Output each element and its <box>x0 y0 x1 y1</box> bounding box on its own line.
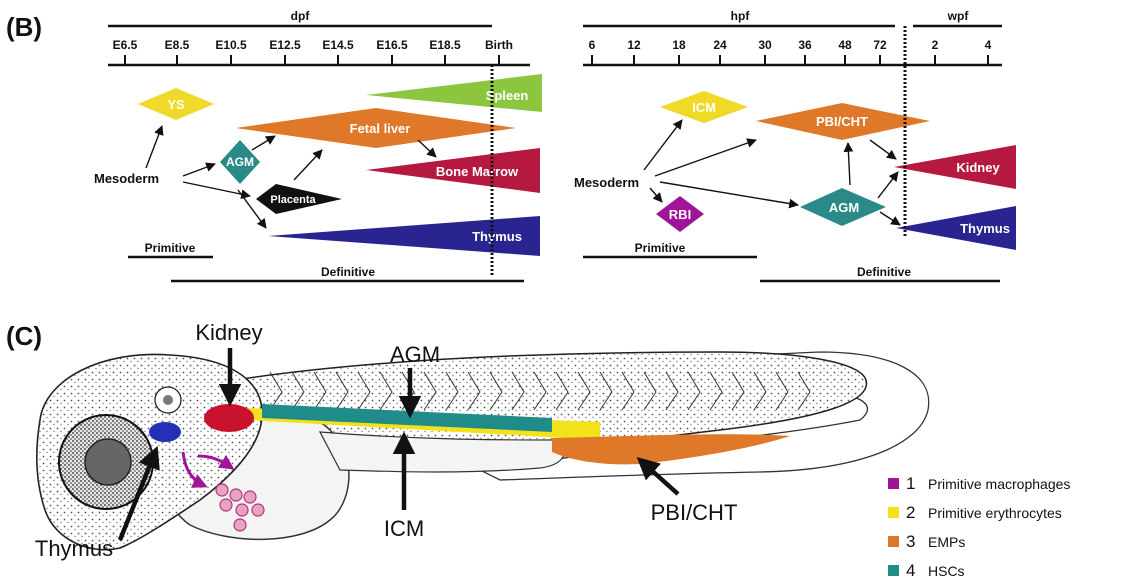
wpf-tick-label: 4 <box>985 38 992 52</box>
primitive-label-zf: Primitive <box>635 241 686 255</box>
thymus-label-c: Thymus <box>35 536 113 561</box>
zebrafish-embryo-illustration <box>37 352 929 550</box>
panel-b-label: (B) <box>6 12 42 42</box>
rbi-label-zf: RBI <box>669 207 691 222</box>
thymus-label-mouse: Thymus <box>472 229 522 244</box>
hpf-tick-label: 12 <box>627 38 641 52</box>
legend: 1 Primitive macrophages 2 Primitive erythro… <box>888 474 1070 580</box>
pbi-cht-label-c: PBI/CHT <box>651 500 738 525</box>
legend-swatch <box>888 565 899 576</box>
placenta-label: Placenta <box>270 194 316 206</box>
mouse-tick-label: E12.5 <box>269 38 301 52</box>
ys-label: YS <box>167 97 185 112</box>
legend-text: EMPs <box>928 534 965 550</box>
legend-text: Primitive erythrocytes <box>928 505 1062 521</box>
bone-marrow-label: Bone Marrow <box>436 164 519 179</box>
legend-swatch <box>888 536 899 547</box>
mouse-tick-label: E18.5 <box>429 38 461 52</box>
wpf-tick-label: 2 <box>932 38 939 52</box>
kidney-blob <box>204 404 254 432</box>
zebrafish-axis-title-wpf: wpf <box>947 9 970 23</box>
panel-c-label: (C) <box>6 321 42 351</box>
eye-lens <box>85 439 131 485</box>
definitive-label-mouse: Definitive <box>321 265 375 279</box>
mouse-tick-label: E14.5 <box>322 38 354 52</box>
hpf-tick-label: 30 <box>758 38 772 52</box>
legend-number: 3 <box>906 532 915 551</box>
primitive-label-mouse: Primitive <box>145 241 196 255</box>
agm-label-mouse: AGM <box>226 155 254 169</box>
zebrafish-axis-title-hpf: hpf <box>731 9 751 23</box>
icm-label-c: ICM <box>384 516 424 541</box>
hpf-tick-label: 6 <box>589 38 596 52</box>
legend-text: HSCs <box>928 563 965 579</box>
agm-label-zf: AGM <box>829 200 859 215</box>
legend-number: 2 <box>906 503 915 522</box>
mouse-tick-label: E10.5 <box>215 38 247 52</box>
mouse-tick-label: E6.5 <box>113 38 138 52</box>
hpf-tick-label: 48 <box>838 38 852 52</box>
mouse-axis-title: dpf <box>291 9 311 23</box>
hpf-tick-label: 18 <box>672 38 686 52</box>
thymus-label-zf: Thymus <box>960 221 1010 236</box>
mouse-tick-label: Birth <box>485 38 513 52</box>
fetal-liver-label: Fetal liver <box>350 121 411 136</box>
mesoderm-label-zf: Mesoderm <box>574 175 639 190</box>
agm-label-c: AGM <box>390 342 440 367</box>
hpf-tick-label: 24 <box>713 38 727 52</box>
legend-number: 1 <box>906 474 915 493</box>
mouse-timeline: dpf E6.5 E8.5 E10.5 E12.5 E14.5 E16.5 E18.5 Bir… <box>108 9 530 65</box>
legend-swatch <box>888 507 899 518</box>
icm-label-zf: ICM <box>692 100 716 115</box>
mouse-tick-marks: E6.5 E8.5 E10.5 E12.5 E14.5 E16.5 E18.5 Birth <box>113 38 513 65</box>
hpf-tick-label: 72 <box>873 38 887 52</box>
mesoderm-label-mouse: Mesoderm <box>94 171 159 186</box>
mouse-tick-label: E8.5 <box>165 38 190 52</box>
mouse-diagram: Spleen YS Fetal liver AGM Bone Marrow Pl… <box>94 65 542 281</box>
definitive-label-zf: Definitive <box>857 265 911 279</box>
legend-text: Primitive macrophages <box>928 476 1070 492</box>
thymus-blob <box>149 422 181 442</box>
zebrafish-timeline: hpf wpf 61218243036487224 <box>583 9 1002 65</box>
kidney-label-c: Kidney <box>195 320 262 345</box>
pbi-cht-label-zf: PBI/CHT <box>816 114 868 129</box>
kidney-label-zf: Kidney <box>956 160 1000 175</box>
legend-swatch <box>888 478 899 489</box>
mouse-tick-label: E16.5 <box>376 38 408 52</box>
legend-number: 4 <box>906 561 915 580</box>
hpf-tick-label: 36 <box>798 38 812 52</box>
